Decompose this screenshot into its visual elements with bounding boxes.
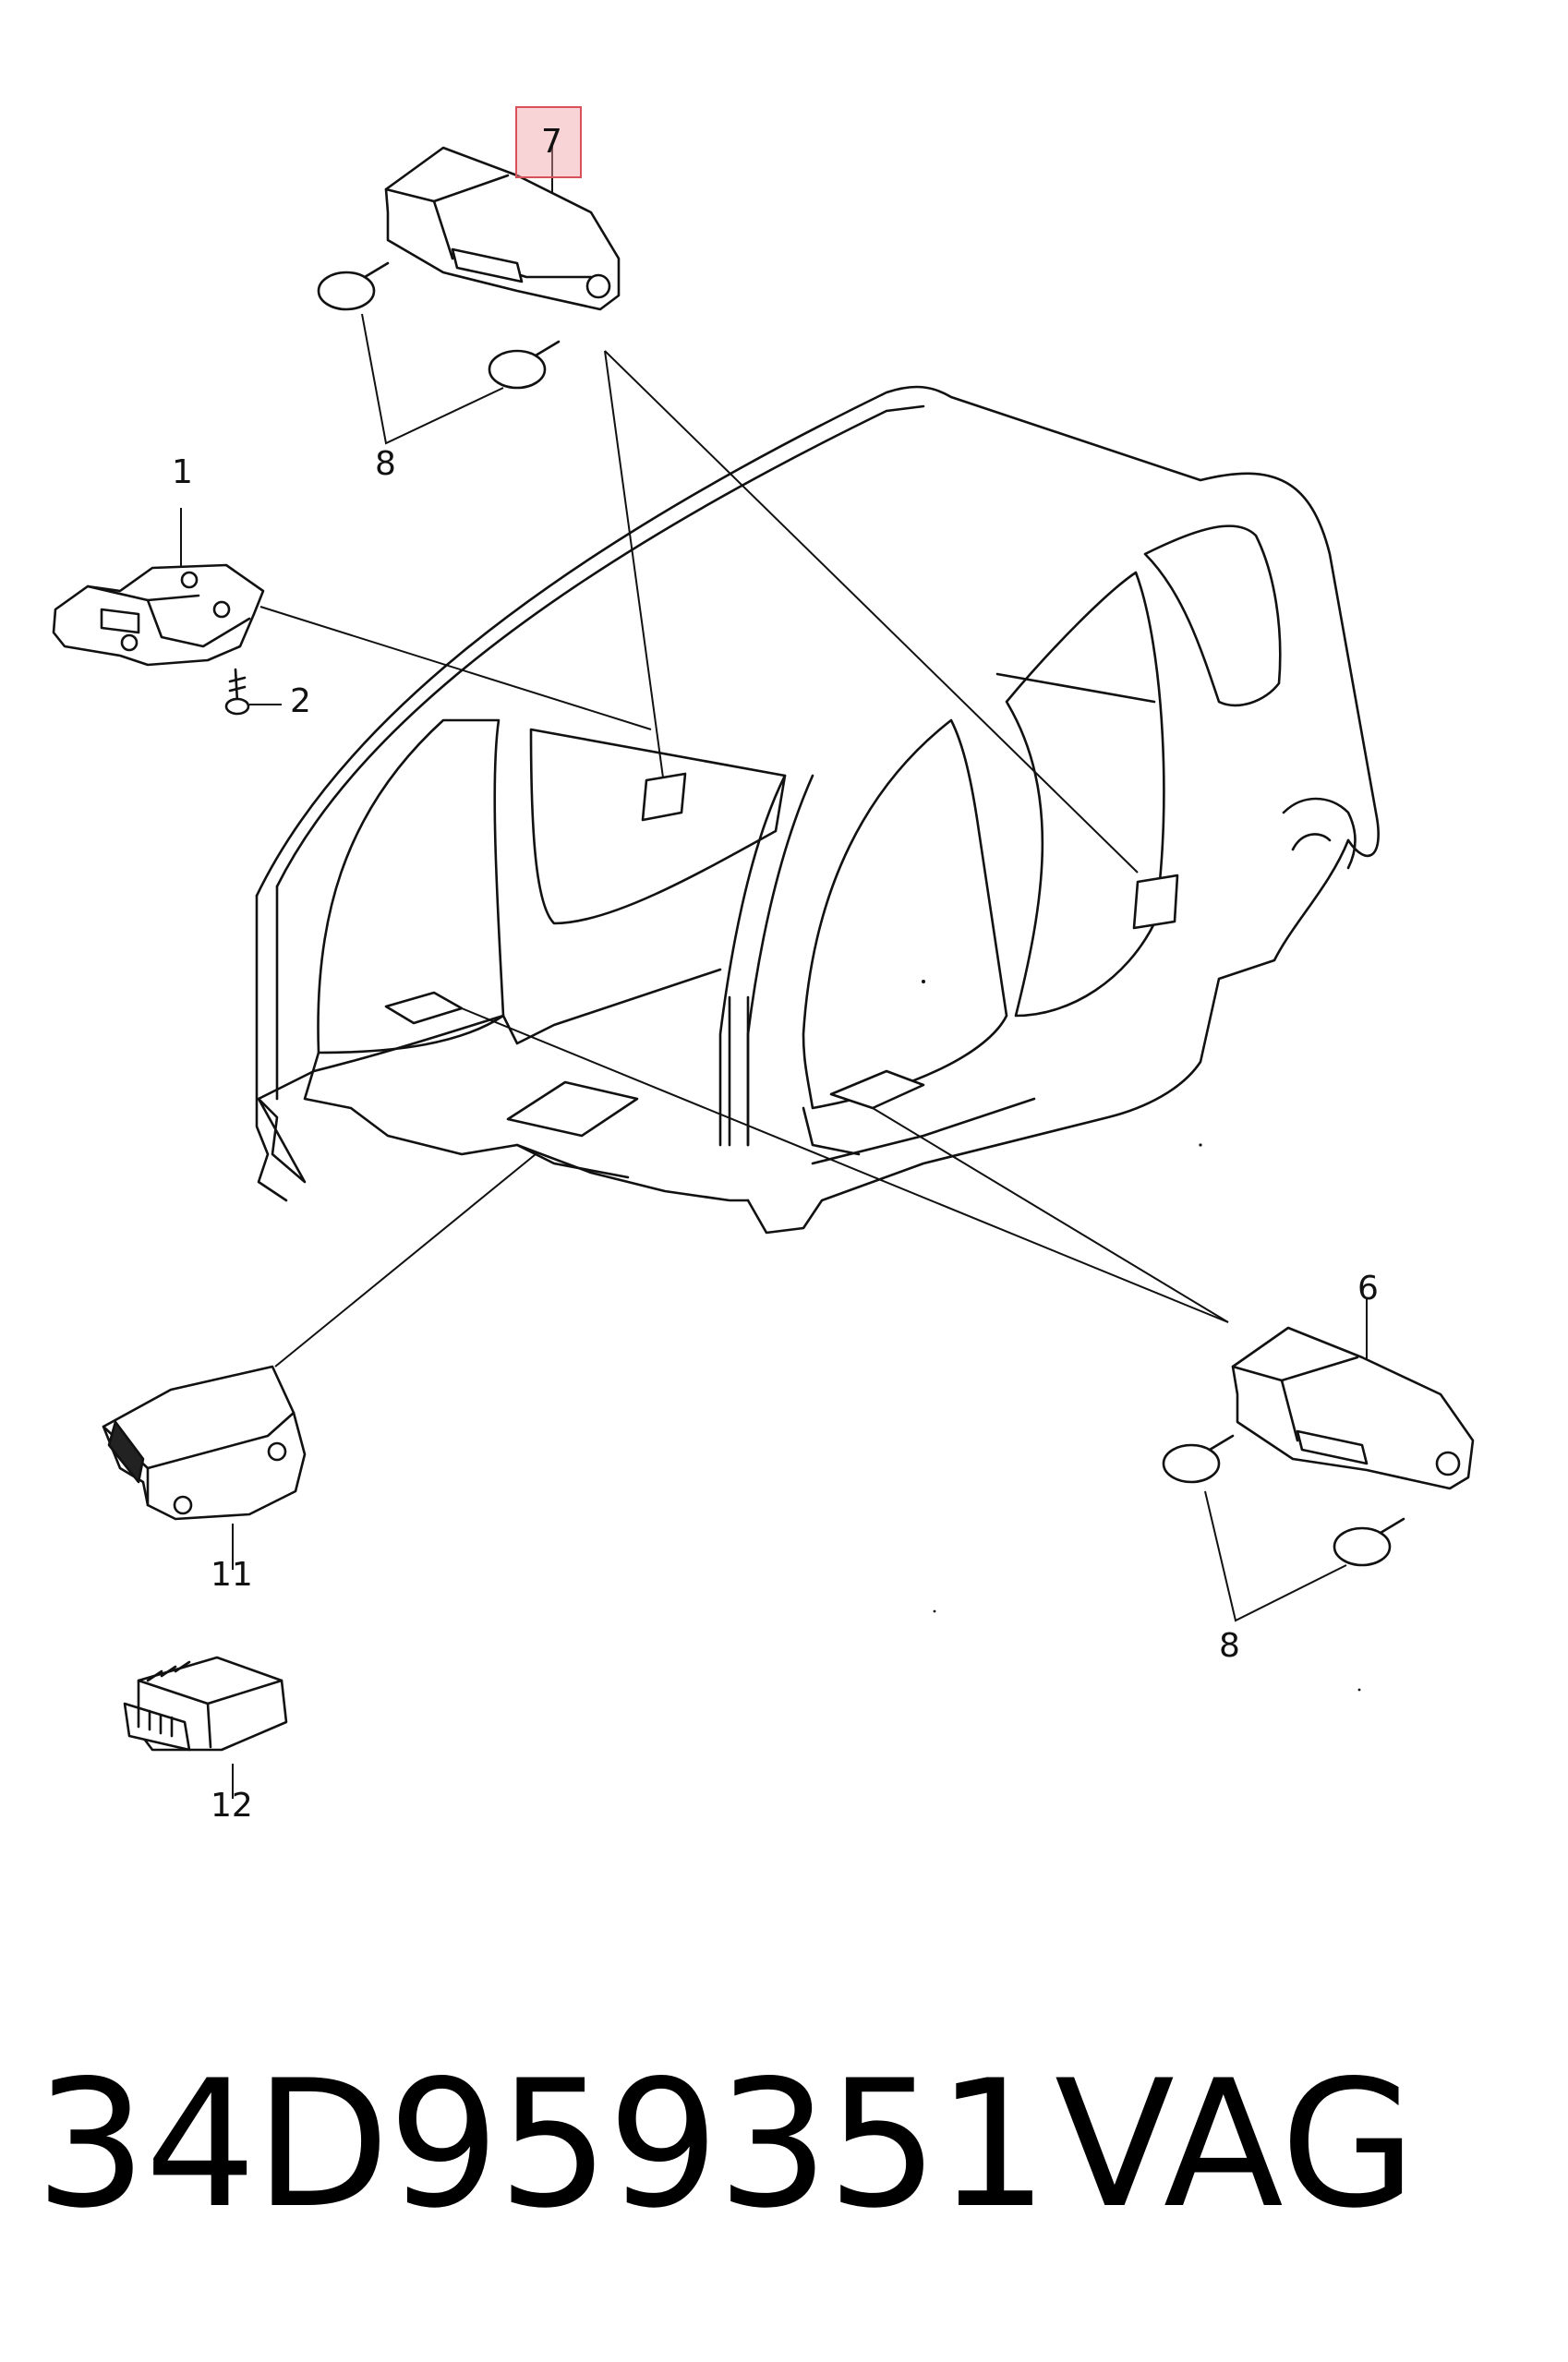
part-7-crash-sensor-bracket xyxy=(317,146,621,390)
part-12-module xyxy=(123,1656,288,1752)
sensor-pad-left-b-pillar xyxy=(641,772,687,822)
part-2-screw xyxy=(224,668,250,716)
bolt-8-top-b xyxy=(488,340,561,390)
part-6-crash-sensor-bracket xyxy=(1162,1326,1475,1567)
bolt-8-bottom-a xyxy=(1162,1434,1235,1484)
part-11-control-unit xyxy=(102,1365,307,1521)
sensor-pad-left-sill xyxy=(384,991,464,1025)
callout-6: 6 xyxy=(1357,1270,1379,1308)
scan-specks xyxy=(922,980,1361,1692)
callout-8-bottom: 8 xyxy=(1219,1627,1240,1665)
callout-7: 7 xyxy=(541,123,562,161)
bolt-8-top-a xyxy=(317,261,390,311)
callout-1: 1 xyxy=(172,453,193,491)
bolt-8-bottom-b xyxy=(1333,1517,1405,1567)
callout-8-top: 8 xyxy=(375,445,396,483)
callout-11: 11 xyxy=(211,1556,253,1594)
car-body-shell xyxy=(255,385,1380,1235)
sensor-pad-floor xyxy=(506,1080,639,1138)
callout-12: 12 xyxy=(211,1787,253,1825)
callout-2: 2 xyxy=(290,682,311,720)
part-1-bracket xyxy=(52,563,265,667)
brand-label: VAG xyxy=(1055,2043,1417,2247)
sensor-pad-right-c-pillar xyxy=(1132,874,1179,930)
part-number: 34D959351 xyxy=(35,2043,1048,2247)
callout-7-highlight xyxy=(515,106,582,178)
leader-lines xyxy=(180,146,1368,1799)
sensor-pad-right-sill xyxy=(829,1069,925,1110)
